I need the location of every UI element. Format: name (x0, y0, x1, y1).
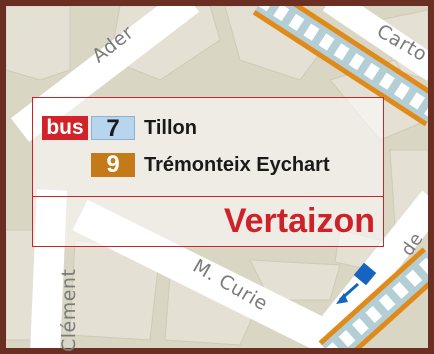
line-badge-9[interactable]: 9 (91, 153, 135, 177)
bus-stop-panel[interactable]: bus 7 Tillon 9 Trémonteix Eychart Vertai… (32, 97, 384, 247)
bus-mode-badge: bus (42, 116, 88, 140)
line-badge-7[interactable]: 7 (91, 116, 135, 141)
road-de (318, 190, 429, 340)
line-destination-7: Tillon (144, 117, 197, 139)
street-label-clement: Clément (58, 268, 80, 352)
tram-line-top (252, 6, 429, 127)
line-destination-9: Trémonteix Eychart (144, 154, 330, 176)
bus-stop-marker-icon (336, 262, 377, 304)
tram-line-bottom (318, 247, 429, 351)
road-carto (322, 6, 429, 81)
stop-name: Vertaizon (223, 202, 375, 240)
panel-divider (33, 196, 383, 197)
